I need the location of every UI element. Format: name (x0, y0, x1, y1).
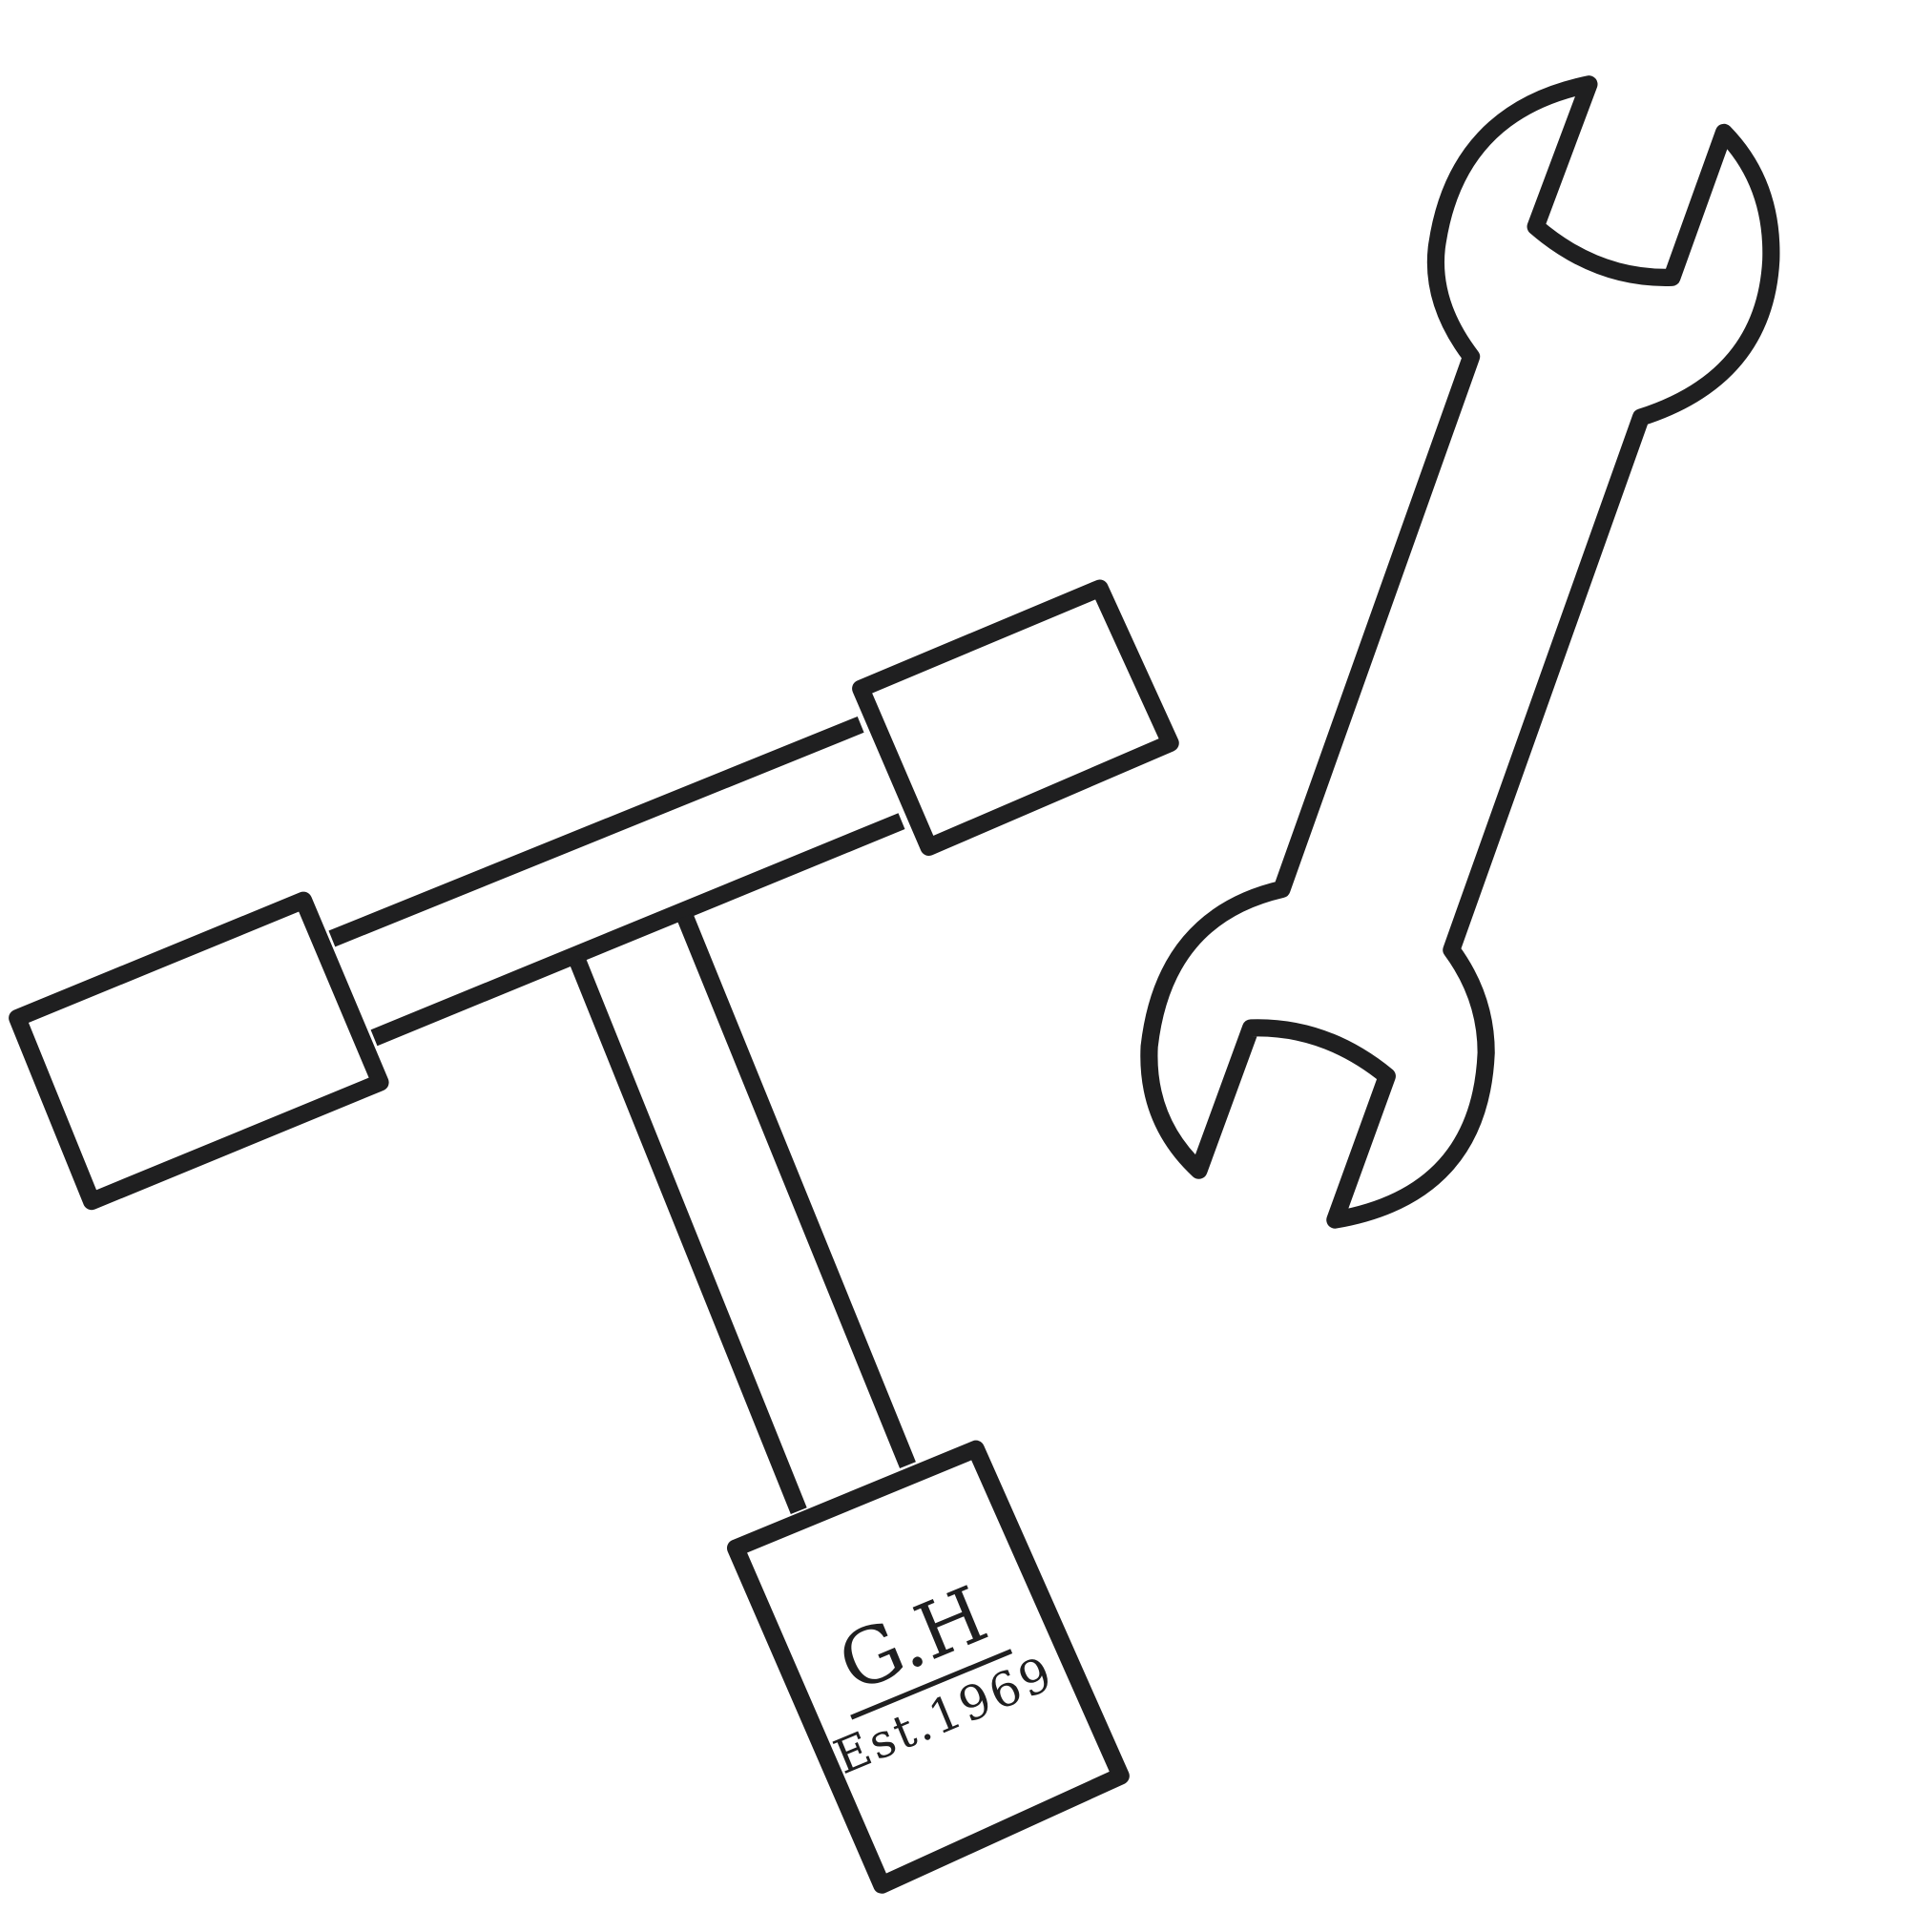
t-handle-crossbar-bottom-edge (370, 813, 905, 1047)
t-handle-right-grip (852, 579, 1179, 856)
t-handle-left-grip (9, 891, 389, 1211)
logo-divider (850, 1649, 1013, 1720)
t-handle-stem-right-edge (676, 913, 916, 1469)
t-handle-crossbar-top-edge (328, 716, 864, 947)
t-handle-wrench: G.H Est.1969 (9, 579, 1179, 1894)
t-handle-bottom-grip (726, 1440, 1130, 1894)
open-end-wrench (1140, 75, 1780, 1229)
t-handle-stem-left-edge (569, 956, 807, 1515)
